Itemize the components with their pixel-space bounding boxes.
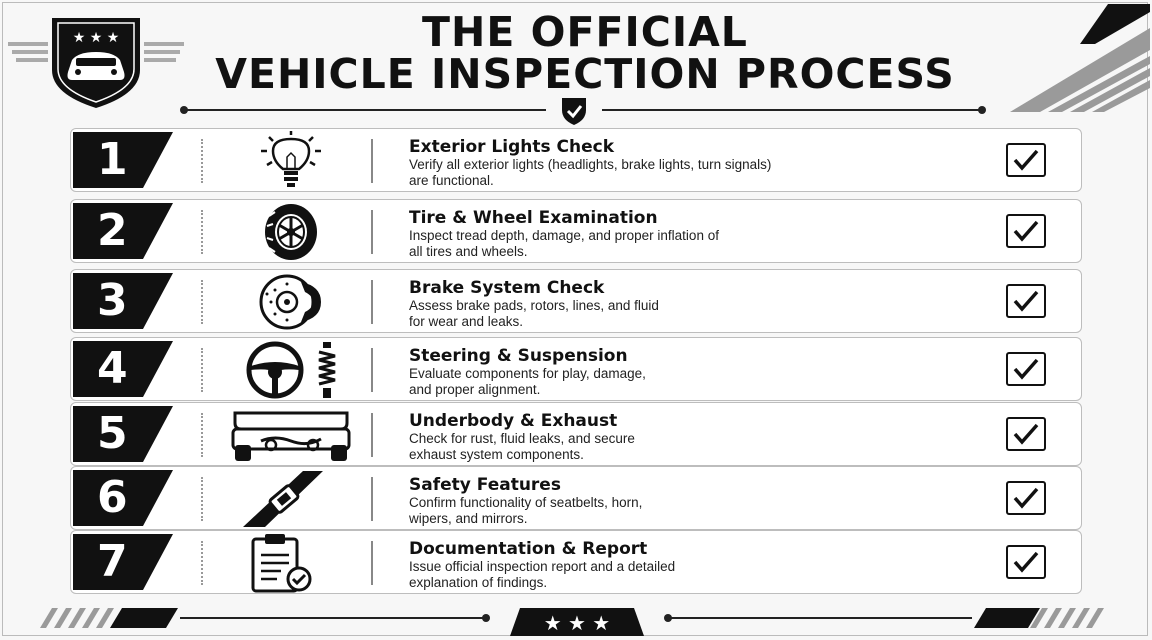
step-checkbox-4[interactable] [1006, 352, 1046, 386]
dotted-divider [201, 280, 203, 324]
dotted-divider [201, 541, 203, 585]
step-number-6: 6 [73, 470, 173, 526]
corner-stripes-top-right [1010, 4, 1150, 112]
brake-disc-icon [259, 274, 321, 330]
step-title-1: Exterior Lights Check [409, 137, 615, 157]
checkmark-icon [1013, 423, 1039, 445]
underbody-icon [231, 411, 351, 461]
step-title-2: Tire & Wheel Examination [409, 208, 658, 228]
step-row-6: 6 Safety Features Confirm functionality … [70, 466, 1082, 530]
step-desc-7-line1: Issue official inspection report and a d… [409, 559, 676, 574]
step-title-6: Safety Features [409, 475, 561, 495]
divider-dot-right [978, 106, 986, 114]
step-number-2: 2 [73, 203, 173, 259]
seatbelt-icon [243, 471, 323, 527]
step-row-5: 5 Underbody & Exhaust Check for rust, fl… [70, 402, 1082, 466]
step-title-7: Documentation & Report [409, 539, 648, 559]
title-divider-left [186, 109, 546, 111]
checkmark-icon [1013, 487, 1039, 509]
step-desc-3-line2: for wear and leaks. [409, 314, 524, 329]
step-text-4: Steering & Suspension Evaluate component… [409, 346, 969, 398]
dotted-divider [201, 210, 203, 254]
step-text-7: Documentation & Report Issue official in… [409, 539, 969, 591]
step-desc-2-line1: Inspect tread depth, damage, and proper … [409, 228, 719, 243]
step-desc-6-line2: wipers, and mirrors. [409, 511, 528, 526]
car-shield-logo-icon: ★ ★ ★ [8, 18, 184, 108]
step-desc-5-line1: Check for rust, fluid leaks, and secure [409, 431, 635, 446]
checkmark-icon [1013, 290, 1039, 312]
step-desc-4-line2: and proper alignment. [409, 382, 541, 397]
column-separator [371, 348, 373, 392]
step-number-4: 4 [73, 341, 173, 397]
checkmark-icon [1013, 551, 1039, 573]
step-number-7: 7 [73, 534, 173, 590]
checkmark-icon [1013, 149, 1039, 171]
step-desc-5-line2: exhaust system components. [409, 447, 584, 462]
light-bulb-icon [261, 131, 321, 187]
dotted-divider [201, 139, 203, 183]
step-row-2: 2 Tire & Wheel Examination Inspect tread… [70, 199, 1082, 263]
step-desc-7-line2: explanation of findings. [409, 575, 548, 590]
clipboard-check-icon [251, 534, 312, 593]
tire-icon [265, 204, 317, 260]
column-separator [371, 280, 373, 324]
step-checkbox-3[interactable] [1006, 284, 1046, 318]
step-checkbox-1[interactable] [1006, 143, 1046, 177]
step-text-5: Underbody & Exhaust Check for rust, flui… [409, 411, 969, 463]
dotted-divider [201, 413, 203, 457]
svg-text:★ ★ ★: ★ ★ ★ [544, 611, 611, 635]
step-number-1: 1 [73, 132, 173, 188]
step-text-6: Safety Features Confirm functionality of… [409, 475, 969, 527]
dotted-divider [201, 348, 203, 392]
step-row-7: 7 Documentation & Report Issue official … [70, 530, 1082, 594]
svg-text:★ ★ ★: ★ ★ ★ [73, 30, 120, 46]
step-text-2: Tire & Wheel Examination Inspect tread d… [409, 208, 969, 260]
step-number-5: 5 [73, 406, 173, 462]
checkmark-icon [1013, 220, 1039, 242]
step-checkbox-6[interactable] [1006, 481, 1046, 515]
step-number-3: 3 [73, 273, 173, 329]
column-separator [371, 541, 373, 585]
step-text-3: Brake System Check Assess brake pads, ro… [409, 278, 969, 330]
step-checkbox-2[interactable] [1006, 214, 1046, 248]
dotted-divider [201, 477, 203, 521]
title-divider-right [602, 109, 980, 111]
step-desc-1-line2: are functional. [409, 173, 494, 188]
step-row-3: 3 Brake System Check Assess brake pads, … [70, 269, 1082, 333]
page-title-line1: THE OFFICIAL [422, 8, 748, 56]
divider-dot-left [180, 106, 188, 114]
step-desc-6-line1: Confirm functionality of seatbelts, horn… [409, 495, 643, 510]
step-desc-4-line1: Evaluate components for play, damage, [409, 366, 646, 381]
page-title-line2: VEHICLE INSPECTION PROCESS [215, 50, 955, 98]
step-title-3: Brake System Check [409, 278, 605, 298]
step-desc-1-line1: Verify all exterior lights (headlights, … [409, 157, 772, 172]
step-checkbox-5[interactable] [1006, 417, 1046, 451]
step-row-4: 4 Steering & Suspension Evaluate compone… [70, 337, 1082, 401]
step-text-1: Exterior Lights Check Verify all exterio… [409, 137, 969, 189]
step-row-1: 1 Exterior Lights Check Verify all exter… [70, 128, 1082, 192]
column-separator [371, 413, 373, 457]
step-desc-3-line1: Assess brake pads, rotors, lines, and fl… [409, 298, 659, 313]
footer-decoration: ★ ★ ★ [40, 608, 1104, 636]
shield-check-icon [562, 98, 586, 125]
column-separator [371, 477, 373, 521]
step-checkbox-7[interactable] [1006, 545, 1046, 579]
step-title-4: Steering & Suspension [409, 346, 628, 366]
step-title-5: Underbody & Exhaust [409, 411, 618, 431]
step-desc-2-line2: all tires and wheels. [409, 244, 528, 259]
column-separator [371, 139, 373, 183]
checkmark-icon [1013, 358, 1039, 380]
steering-wheel-icon [246, 341, 336, 399]
column-separator [371, 210, 373, 254]
